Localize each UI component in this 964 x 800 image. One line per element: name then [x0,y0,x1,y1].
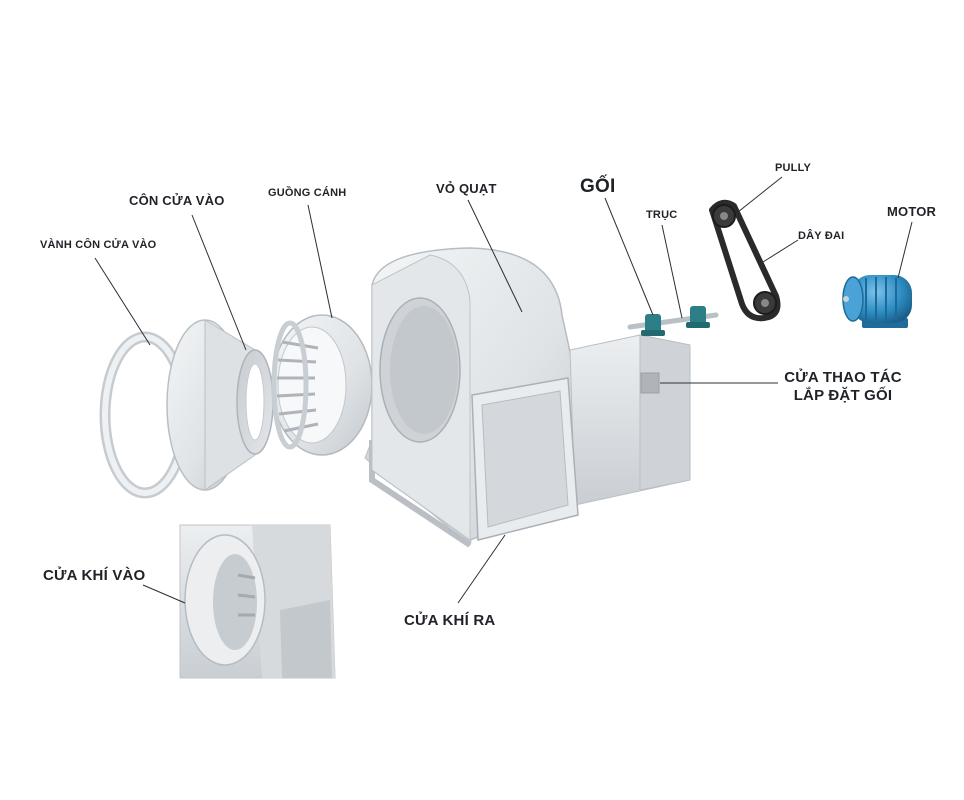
leader-vanh-con [94,257,151,346]
leader-guong-canh [307,204,333,319]
label-motor: MOTOR [887,204,937,219]
leader-lines [94,176,913,604]
label-cua-thao-tac: CỬA THAO TÁC [784,369,902,386]
pulley-belt [709,199,781,322]
inlet-inset [179,524,336,679]
motor [842,275,912,328]
inlet-cone [166,319,274,491]
leader-motor [897,221,913,279]
leader-con-cua-vao [191,214,247,351]
label-day-dai: DÂY ĐAI [798,230,845,242]
label-pully: PULLY [775,162,812,174]
leader-vo-quat [467,199,523,313]
label-lap-dat-goi: LẮP ĐẶT GỐI [793,387,893,404]
pulley-bottom [753,291,777,315]
bearing-left [641,314,665,336]
leader-pully [737,176,783,213]
leader-day-dai [762,239,799,263]
label-cua-khi-ra: CỬA KHÍ RA [404,612,496,629]
bearing-housing-box [569,334,691,506]
access-door [640,372,660,394]
label-goi: GỐI [580,176,616,197]
label-cua-khi-vao: CỬA KHÍ VÀO [43,567,146,584]
belt [709,199,781,322]
label-vanh-con-cua-vao: VÀNH CÔN CỬA VÀO [40,239,157,251]
label-truc: TRỤC [646,209,678,221]
label-guong-canh: GUỒNG CÁNH [268,187,347,199]
outlet [471,377,579,541]
label-con-cua-vao: CÔN CỬA VÀO [129,193,225,208]
leader-cua-khi-vao [142,584,186,604]
pulley-top [712,204,736,228]
leader-goi [604,197,654,316]
bearing-right [686,306,710,328]
leader-cua-khi-ra [457,534,506,604]
shaft-assembly [627,306,719,336]
label-vo-quat: VỎ QUẠT [436,181,497,196]
impeller [271,314,373,456]
leader-truc [661,224,683,319]
